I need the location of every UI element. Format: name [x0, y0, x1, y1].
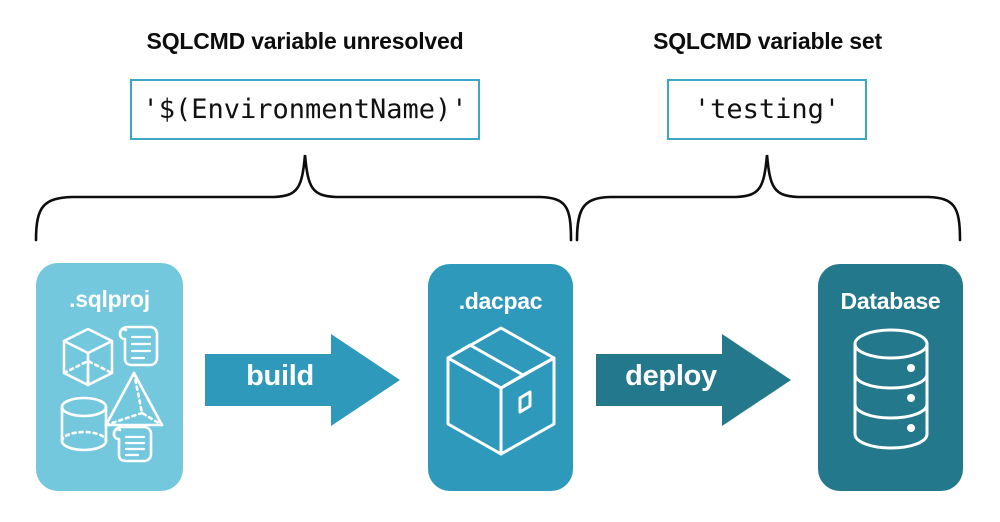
database-cylinder-icon: [818, 322, 963, 462]
node-card-dacpac[interactable]: .dacpac: [428, 264, 573, 491]
curly-brace-left: [34, 154, 573, 242]
arrow-build-shape: [205, 334, 400, 426]
node-card-sqlproj[interactable]: .sqlproj: [36, 263, 183, 491]
arrow-deploy-shape: [596, 334, 791, 426]
node-label-sqlproj: .sqlproj: [69, 286, 150, 312]
node-card-database[interactable]: Database: [818, 264, 963, 491]
code-value-box-left: '$(EnvironmentName)': [130, 79, 480, 140]
group-heading-left: SQLCMD variable unresolved: [146, 28, 464, 54]
curly-brace-right: [575, 154, 962, 242]
code-value-box-right: 'testing': [667, 79, 867, 140]
arrow-deploy-label: deploy: [625, 360, 717, 392]
node-label-dacpac: .dacpac: [458, 288, 543, 314]
sql-project-shapes-icon: [36, 315, 183, 465]
arrow-deploy: deploy: [596, 334, 791, 426]
group-heading-right: SQLCMD variable set: [653, 28, 882, 54]
arrow-build-label: build: [246, 360, 314, 392]
node-label-database: Database: [840, 288, 941, 314]
package-box-icon: [428, 320, 573, 462]
arrow-build: build: [205, 334, 400, 426]
